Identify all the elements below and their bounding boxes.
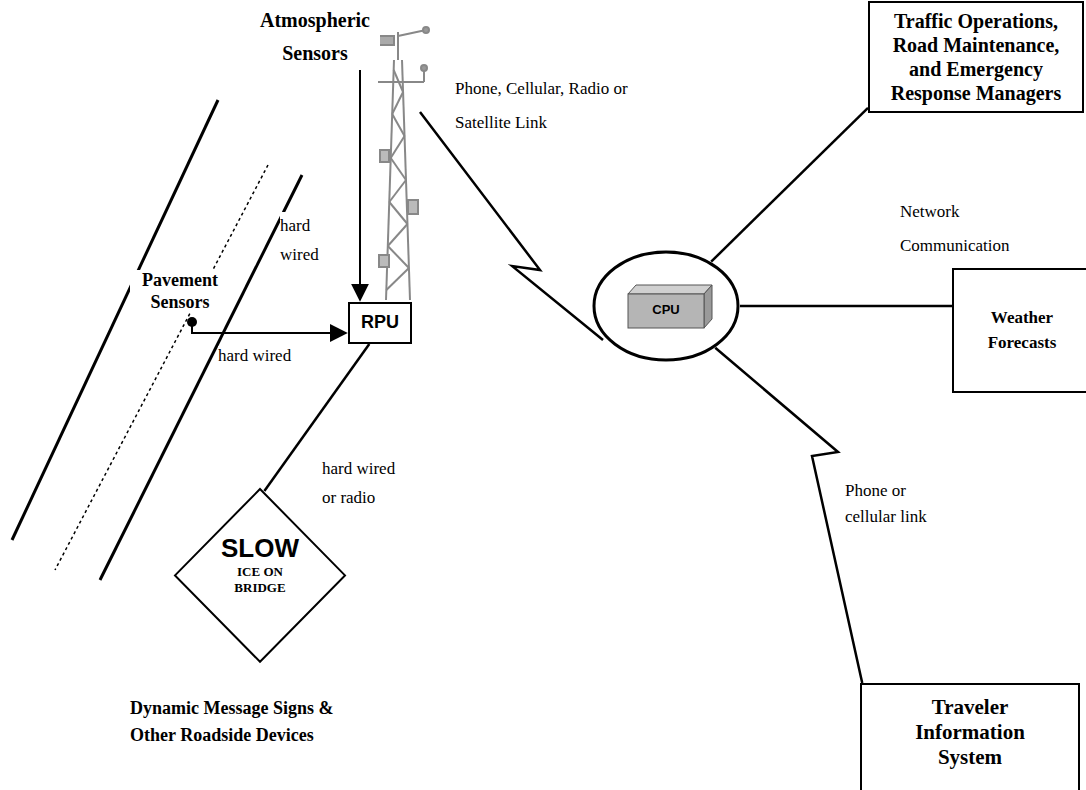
message-sign-diamond: SLOWICE ON BRIDGE	[173, 487, 347, 664]
node-text-block: RPU	[361, 312, 399, 334]
traveler-info-box: Traveler Information System	[860, 683, 1080, 790]
node-title: Weather Forecasts	[975, 306, 1070, 355]
node-text-block: SLOWICE ON BRIDGE	[221, 534, 299, 616]
vane-arm	[398, 30, 426, 36]
device-group-label: Dynamic Message Signs & Other Roadside D…	[130, 695, 370, 749]
tower-brace	[391, 158, 406, 180]
ellipse-outline	[594, 252, 738, 360]
sensor-label: Pavement Sensors	[130, 270, 230, 313]
tower-crossarm	[378, 81, 424, 83]
node-title: CPU	[652, 302, 679, 318]
diamond-outline	[175, 489, 345, 662]
link-connector	[740, 305, 952, 308]
computer-side	[704, 285, 712, 328]
link-connector	[711, 108, 868, 262]
node-title: SLOW	[221, 534, 299, 564]
central-unit-ellipse: CPU	[592, 250, 740, 362]
tower-brace	[391, 136, 405, 158]
link-type-label: hard wired	[218, 346, 308, 366]
sensor-wire	[359, 70, 361, 300]
instrument-box	[408, 200, 418, 214]
tower-brace	[389, 180, 406, 202]
node-subtext: ICE ON BRIDGE	[225, 564, 295, 597]
tower-brace	[388, 246, 409, 268]
sensor-wire	[192, 322, 346, 333]
tower-brace	[389, 202, 407, 224]
tower-brace	[388, 224, 408, 246]
node-text-block: Traffic Operations, Road Maintenance, an…	[880, 9, 1072, 105]
sensor-label: Atmospheric Sensors	[250, 4, 380, 70]
node-text-block: CPU	[652, 294, 679, 318]
link-type-label: Network Communication	[900, 195, 1025, 263]
tower-brace	[394, 70, 403, 92]
link-label: hard wired or radio	[322, 455, 407, 513]
tower-brace	[392, 114, 404, 136]
forecast-box: Weather Forecasts	[952, 268, 1086, 393]
node-title: Traffic Operations, Road Maintenance, an…	[880, 9, 1072, 105]
tower-brace	[386, 268, 409, 290]
link-connector	[715, 348, 862, 683]
link-type-label: Phone, Cellular, Radio or Satellite Link	[455, 72, 633, 140]
link-type-label: hard wired	[280, 212, 330, 270]
sensor	[421, 65, 427, 71]
computer-front	[628, 294, 704, 328]
tower-brace	[392, 92, 403, 114]
sensor-tower	[376, 27, 429, 300]
link-label: Phone or cellular link	[845, 478, 945, 529]
node-title: RPU	[361, 312, 399, 334]
node-text-block: Traveler Information System	[905, 685, 1035, 771]
anemometer	[423, 27, 429, 33]
node-title: Traveler Information System	[905, 695, 1035, 771]
manager-box: Traffic Operations, Road Maintenance, an…	[868, 1, 1084, 113]
instrument-box	[379, 255, 389, 267]
radio-link	[420, 112, 603, 340]
instrument-box	[380, 150, 389, 162]
processing-unit-box: RPU	[348, 302, 412, 344]
computer-top	[628, 285, 712, 294]
node-text-block: Weather Forecasts	[975, 306, 1070, 355]
lane-line	[55, 165, 268, 570]
